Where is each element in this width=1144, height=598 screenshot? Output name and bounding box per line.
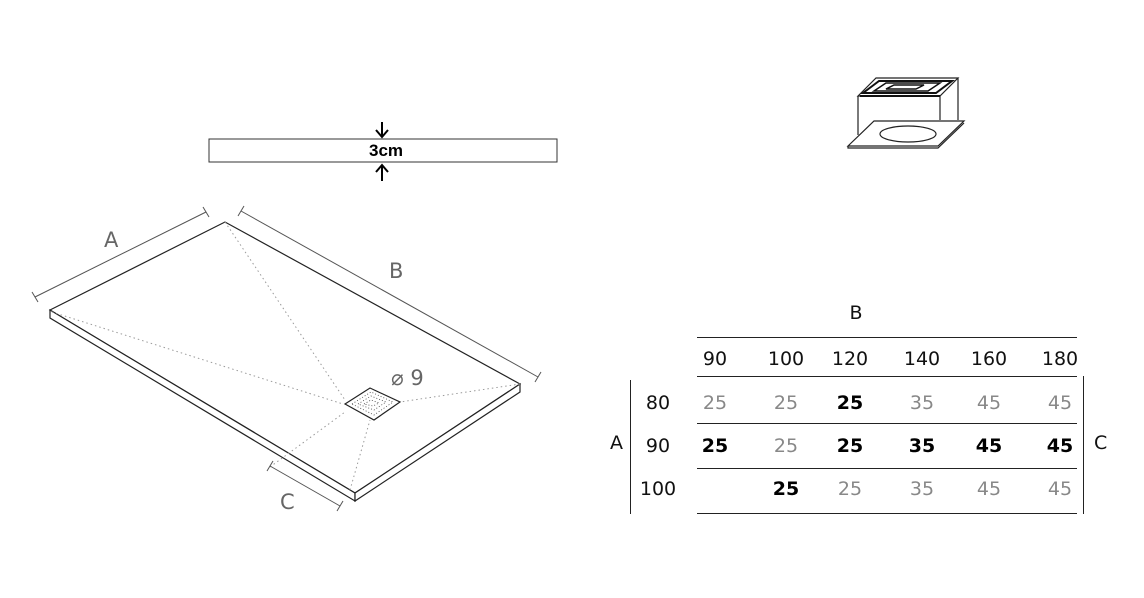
thickness-label: 3cm	[369, 141, 403, 160]
slope-guides	[51, 221, 521, 491]
arrow-down-icon	[375, 122, 389, 139]
column-header: 100	[767, 348, 805, 370]
table-cell: 45	[1047, 478, 1073, 500]
c-bracket	[1083, 376, 1084, 514]
dimension-c-label: C	[280, 490, 295, 514]
dimension-line-c	[266, 460, 344, 512]
column-header: 120	[831, 348, 869, 370]
table-cell: 25	[702, 392, 728, 414]
table-cell: 45	[975, 435, 1003, 457]
table-cell: 35	[909, 478, 935, 500]
column-header: 140	[903, 348, 941, 370]
dimension-b-label: B	[389, 259, 403, 283]
table-cell: 45	[976, 478, 1002, 500]
table-cell: 25	[836, 435, 864, 457]
table-cell: 25	[836, 392, 864, 414]
table-cell: 25	[701, 435, 729, 457]
column-header: 180	[1041, 348, 1079, 370]
table-cell: 35	[908, 435, 936, 457]
table-header-rule	[697, 376, 1077, 377]
table-cell: 45	[1046, 435, 1074, 457]
dimension-a-label: A	[104, 228, 119, 252]
drain-detail-icon	[846, 77, 966, 149]
drain-grate-icon	[343, 387, 402, 421]
table-a-label: A	[610, 432, 623, 454]
table-top-rule	[697, 337, 1077, 338]
dimension-line-b	[237, 205, 542, 383]
drain-diameter-label: ⌀ 9	[391, 366, 424, 390]
table-cell: 25	[773, 435, 799, 457]
row-header: 90	[645, 435, 671, 457]
table-c-label: C	[1094, 432, 1108, 454]
table-cell: 35	[909, 392, 935, 414]
column-header: 160	[970, 348, 1008, 370]
table-cell: 25	[837, 478, 863, 500]
shower-tray: A B C ⌀ 9	[31, 205, 542, 514]
table-cell: 25	[773, 392, 799, 414]
row-header: 80	[645, 392, 671, 414]
tray-right-edge	[354, 382, 521, 503]
table-bottom-rule	[697, 513, 1077, 514]
arrow-up-icon	[375, 163, 389, 181]
table-cell: 45	[1047, 392, 1073, 414]
table-b-label: B	[849, 302, 863, 324]
row-header: 100	[639, 478, 677, 500]
a-bracket	[630, 380, 631, 514]
table-cell: 45	[976, 392, 1002, 414]
size-table: B 90 100 120 140 160 180 A C 80 25 25 25…	[600, 296, 1120, 526]
table-row-rule	[697, 468, 1077, 469]
column-header: 90	[702, 348, 728, 370]
thickness-profile: 3cm	[208, 122, 558, 181]
table-cell: 25	[772, 478, 800, 500]
table-row-rule	[697, 423, 1077, 424]
dimension-line-a	[31, 206, 210, 303]
